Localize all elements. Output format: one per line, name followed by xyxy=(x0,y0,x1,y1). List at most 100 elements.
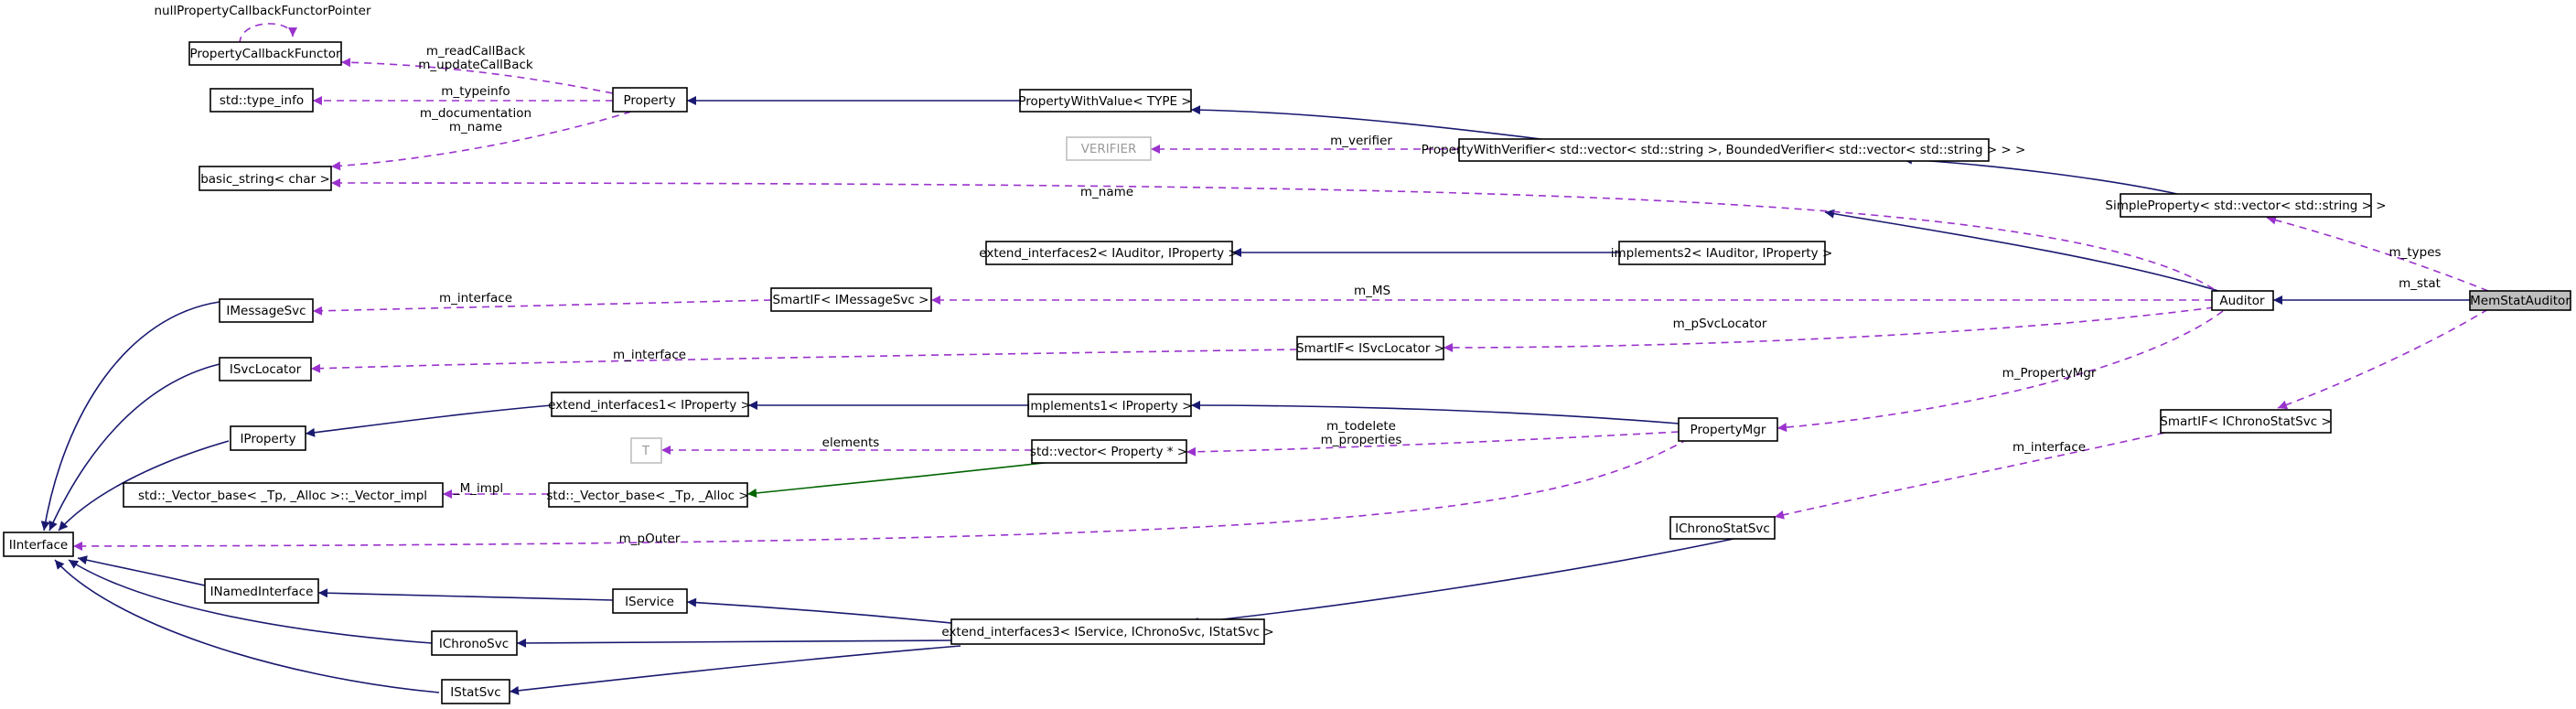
node-property[interactable]: Property xyxy=(612,87,688,113)
edge-auditor-implements2 xyxy=(1824,209,2219,292)
edge-smartif-imessagesvc-imessagesvc xyxy=(312,299,772,316)
edge-iproperty-iinterface xyxy=(58,440,230,532)
edge-property-propertycallbackfunctor xyxy=(340,58,614,94)
label-elements: elements xyxy=(822,435,880,450)
node-vector-impl[interactable]: std::_Vector_base< _Tp, _Alloc >::_Vecto… xyxy=(123,482,444,508)
node-smartif-imessagesvc[interactable]: SmartIF< IMessageSvc > xyxy=(770,287,932,312)
edge-inamedinterface-iinterface xyxy=(77,555,206,586)
svg-text:IService: IService xyxy=(625,595,674,609)
label-m-psvclocator: m_pSvcLocator xyxy=(1673,317,1767,331)
svg-text:PropertyWithVerifier< std::vec: PropertyWithVerifier< std::vector< std::… xyxy=(1422,143,2026,157)
label-m-stat: m_stat xyxy=(2399,276,2441,291)
svg-text:SmartIF< ISvcLocator >: SmartIF< ISvcLocator > xyxy=(1296,341,1444,356)
svg-text:std::_Vector_base< _Tp, _Alloc: std::_Vector_base< _Tp, _Alloc >::_Vecto… xyxy=(138,489,427,503)
node-t[interactable]: T xyxy=(630,437,662,464)
node-verifier[interactable]: VERIFIER xyxy=(1066,136,1152,161)
edge-ichronosvc-iinterface xyxy=(68,559,433,644)
node-propertycallbackfunctor[interactable]: PropertyCallbackFunctor xyxy=(188,41,342,66)
label-m-readcallback: m_readCallBack xyxy=(426,44,525,59)
svg-text:extend_interfaces2< IAuditor,: extend_interfaces2< IAuditor, IProperty … xyxy=(979,246,1238,261)
node-iservice[interactable]: IService xyxy=(612,588,688,614)
svg-text:extend_interfaces1< IProperty: extend_interfaces1< IProperty > xyxy=(548,398,751,413)
node-imessagesvc[interactable]: IMessageSvc xyxy=(219,298,314,323)
node-auditor[interactable]: Auditor xyxy=(2211,290,2274,311)
edge-extend-interfaces3-istatsvc xyxy=(509,645,961,695)
label-m-interface-ichronostatsvc: m_interface xyxy=(2012,440,2086,455)
svg-text:Property: Property xyxy=(623,93,675,108)
edge-labels: nullPropertyCallbackFunctorPointer m_rea… xyxy=(154,4,2441,546)
label-m-name-property: m_name xyxy=(449,120,502,134)
label-m-verifier: m_verifier xyxy=(1330,134,1392,148)
label-m-properties: m_properties xyxy=(1321,433,1402,447)
svg-text:IProperty: IProperty xyxy=(240,432,295,446)
node-implements2[interactable]: implements2< IAuditor, IProperty > xyxy=(1611,241,1833,265)
edge-iservice-inamedinterface xyxy=(317,588,614,601)
node-type-info[interactable]: std::type_info xyxy=(209,88,314,113)
svg-text:VERIFIER: VERIFIER xyxy=(1081,142,1137,156)
svg-text:MemStatAuditor: MemStatAuditor xyxy=(2470,294,2571,308)
label-m-pouter: m_pOuter xyxy=(619,532,681,546)
node-smartif-ichronostatsvc[interactable]: SmartIF< IChronoStatSvc > xyxy=(2160,409,2332,434)
node-istatsvc[interactable]: IStatSvc xyxy=(441,679,510,704)
edge-extend-interfaces3-iservice xyxy=(686,597,961,625)
svg-text:implements1< IProperty >: implements1< IProperty > xyxy=(1027,399,1193,414)
node-extend-interfaces2[interactable]: extend_interfaces2< IAuditor, IProperty … xyxy=(979,241,1239,265)
node-propertywithvalue[interactable]: PropertyWithValue< TYPE > xyxy=(1018,89,1192,113)
node-iproperty[interactable]: IProperty xyxy=(230,425,306,451)
edge-auditor-smartif-isvclocator xyxy=(1443,306,2215,352)
node-vector-base[interactable]: std::_Vector_base< _Tp, _Alloc > xyxy=(546,482,749,508)
label-m-name-auditor: m_name xyxy=(1080,185,1133,199)
label-m-updatecallback: m_updateCallBack xyxy=(418,58,533,72)
node-smartif-isvclocator[interactable]: SmartIF< ISvcLocator > xyxy=(1296,336,1444,360)
svg-text:std::_Vector_base< _Tp, _Alloc: std::_Vector_base< _Tp, _Alloc > xyxy=(546,489,748,503)
edge-auditor-basic-string xyxy=(330,178,2215,290)
svg-text:IStatSvc: IStatSvc xyxy=(450,685,500,700)
edge-propertycallbackfunctor-self xyxy=(239,23,297,45)
label-m-ms: m_MS xyxy=(1354,284,1390,298)
usage-edges xyxy=(72,23,2489,551)
edge-propertymgr-vector xyxy=(1186,431,1680,457)
label-m-interface-isvclocator: m_interface xyxy=(613,348,686,362)
svg-text:PropertyCallbackFunctor: PropertyCallbackFunctor xyxy=(189,47,341,61)
node-ichronostatsvc[interactable]: IChronoStatSvc xyxy=(1669,516,1776,540)
edge-imessagesvc-iinterface xyxy=(40,301,220,532)
node-ichronosvc[interactable]: IChronoSvc xyxy=(431,630,518,656)
node-memstatauditor[interactable]: MemStatAuditor xyxy=(2469,290,2571,311)
edge-isvclocator-iinterface xyxy=(48,363,220,532)
node-implements1[interactable]: implements1< IProperty > xyxy=(1027,393,1193,417)
node-vector-property[interactable]: std::vector< Property * > xyxy=(1030,439,1187,464)
node-extend-interfaces1[interactable]: extend_interfaces1< IProperty > xyxy=(548,392,751,417)
label-nullpropertycallbackfunctorpointer: nullPropertyCallbackFunctorPointer xyxy=(154,4,371,18)
svg-text:implements2< IAuditor, IProper: implements2< IAuditor, IProperty > xyxy=(1611,246,1833,261)
node-extend-interfaces3[interactable]: extend_interfaces3< IService, IChronoSvc… xyxy=(941,618,1274,645)
node-iinterface[interactable]: IInterface xyxy=(3,532,74,557)
svg-text:ISvcLocator: ISvcLocator xyxy=(230,362,302,377)
node-propertywithverifier[interactable]: PropertyWithVerifier< std::vector< std::… xyxy=(1422,138,2026,162)
inheritance-edges xyxy=(40,96,2470,695)
edge-vector-vector-base xyxy=(746,460,1062,499)
svg-text:std::type_info: std::type_info xyxy=(220,93,304,108)
svg-text:INamedInterface: INamedInterface xyxy=(210,585,314,599)
label-m-types: m_types xyxy=(2388,245,2441,260)
node-inamedinterface[interactable]: INamedInterface xyxy=(204,578,319,604)
svg-text:basic_string< char >: basic_string< char > xyxy=(200,172,330,187)
label-m-propertymgr: m_PropertyMgr xyxy=(2002,366,2097,381)
svg-text:IMessageSvc: IMessageSvc xyxy=(226,304,306,318)
nodes: MemStatAuditor Auditor SimpleProperty< s… xyxy=(3,41,2571,704)
label-m-interface-imessagesvc: m_interface xyxy=(439,291,512,306)
edge-extend-interfaces3-ichronosvc xyxy=(516,638,952,648)
edge-simpleproperty-propertywithverifier xyxy=(1902,155,2178,195)
svg-text:PropertyMgr: PropertyMgr xyxy=(1690,423,1766,437)
node-basic-string[interactable]: basic_string< char > xyxy=(199,166,332,191)
edge-smartif-isvclocator-isvclocator xyxy=(310,349,1298,373)
node-isvclocator[interactable]: ISvcLocator xyxy=(219,357,312,381)
svg-text:std::vector< Property * >: std::vector< Property * > xyxy=(1030,445,1187,459)
svg-text:SmartIF< IChronoStatSvc >: SmartIF< IChronoStatSvc > xyxy=(2160,414,2332,429)
node-propertymgr[interactable]: PropertyMgr xyxy=(1678,417,1778,442)
svg-text:SmartIF< IMessageSvc >: SmartIF< IMessageSvc > xyxy=(773,293,929,307)
svg-text:extend_interfaces3< IService,: extend_interfaces3< IService, IChronoSvc… xyxy=(941,625,1273,639)
node-simpleproperty[interactable]: SimpleProperty< std::vector< std::string… xyxy=(2105,193,2387,218)
edge-ichronostatsvc-extend-interfaces3 xyxy=(1188,538,1734,627)
svg-text:SimpleProperty< std::vector< s: SimpleProperty< std::vector< std::string… xyxy=(2105,199,2386,213)
